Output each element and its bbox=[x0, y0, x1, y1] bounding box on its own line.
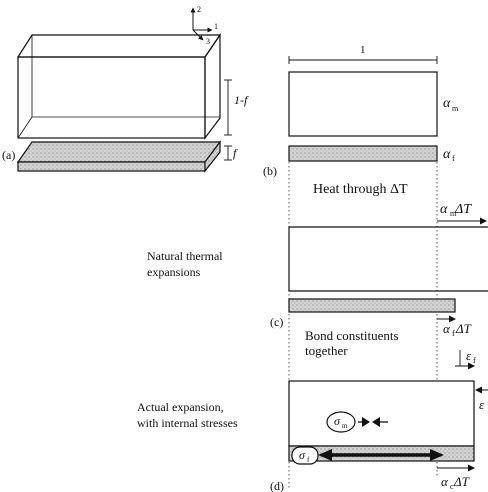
alpha-m-dt-delta: ΔT bbox=[454, 202, 472, 217]
panel-d-label: (d) bbox=[270, 479, 284, 492]
panel-b-constituents: 1 α m α f (b) bbox=[263, 44, 459, 178]
expanded-fibre-strip bbox=[288, 298, 456, 313]
matrix-block-side-face bbox=[204, 33, 221, 140]
sigma-f-subscript: f bbox=[307, 456, 310, 464]
panel-a-label: (a) bbox=[2, 148, 15, 162]
axis-2-label: 2 bbox=[197, 5, 201, 14]
panel-c-label: (c) bbox=[270, 315, 283, 329]
axis-3-arrow bbox=[192, 29, 204, 41]
matrix-block-hidden-edge bbox=[17, 116, 33, 139]
alpha-m-dt-subscript: m bbox=[450, 209, 457, 218]
sigma-m-symbol: σ bbox=[334, 414, 341, 428]
alpha-f-dt-symbol: α bbox=[443, 321, 451, 336]
fibre-strip-b bbox=[288, 145, 438, 162]
alpha-c-dt-delta: ΔT bbox=[453, 474, 470, 489]
alpha-m-subscript: m bbox=[452, 104, 459, 113]
alpha-c-dt-symbol: α bbox=[441, 474, 449, 489]
axis-3-label: 3 bbox=[206, 37, 210, 46]
bond-constituents-line1: Bond constituents bbox=[305, 328, 399, 343]
dimension-1f-label: 1-f bbox=[234, 93, 249, 107]
panel-b-label: (b) bbox=[263, 164, 277, 178]
sigma-m-subscript: m bbox=[342, 422, 348, 430]
dimension-f-label: f bbox=[233, 146, 238, 160]
epsilon-f-symbol: ε bbox=[466, 348, 472, 363]
expanded-matrix-block bbox=[288, 226, 488, 292]
matrix-block-top-face bbox=[16, 34, 222, 58]
actual-expansion-line1: Actual expansion, bbox=[137, 400, 224, 414]
fibre-slab-front bbox=[17, 161, 206, 172]
axis-1-label: 1 bbox=[214, 22, 218, 31]
alpha-m-symbol: α bbox=[443, 96, 451, 111]
sigma-m-arrow-right-head bbox=[372, 417, 380, 427]
alpha-c-dt-subscript: c bbox=[450, 482, 454, 491]
sigma-f-symbol: σ bbox=[299, 448, 306, 462]
natural-expansions-line1: Natural thermal bbox=[147, 249, 223, 263]
sigma-f-bubble bbox=[291, 446, 319, 465]
alpha-f-dt-subscript: f bbox=[452, 329, 455, 338]
alpha-f-subscript: f bbox=[452, 154, 455, 163]
alpha-f-dt-delta: ΔT bbox=[455, 321, 472, 336]
width-dimension-label: 1 bbox=[360, 44, 366, 56]
epsilon-m-symbol: ε bbox=[479, 397, 485, 412]
sigma-f-arrow-left-head bbox=[318, 449, 332, 461]
fibre-slab-side bbox=[204, 140, 221, 173]
matrix-block-b bbox=[288, 71, 438, 137]
alpha-m-dt-symbol: α bbox=[440, 202, 448, 217]
fibre-slab-top bbox=[16, 141, 222, 163]
natural-expansions-line2: expansions bbox=[147, 265, 201, 279]
sigma-f-arrow-right-head bbox=[430, 449, 444, 461]
sigma-m-arrow-left-head bbox=[362, 417, 370, 427]
bond-constituents-line2: together bbox=[305, 343, 348, 358]
matrix-block-front-face bbox=[17, 56, 206, 139]
final-matrix-block bbox=[288, 380, 475, 447]
alpha-f-symbol: α bbox=[443, 147, 451, 162]
epsilon-f-subscript: f bbox=[473, 356, 476, 365]
actual-expansion-line2: with internal stresses bbox=[137, 416, 238, 430]
sigma-m-bubble bbox=[326, 411, 356, 433]
panel-a-3d-block: 2 1 3 1-f f (a) bbox=[2, 5, 249, 173]
step-heat-label: Heat through ΔT bbox=[313, 182, 408, 197]
